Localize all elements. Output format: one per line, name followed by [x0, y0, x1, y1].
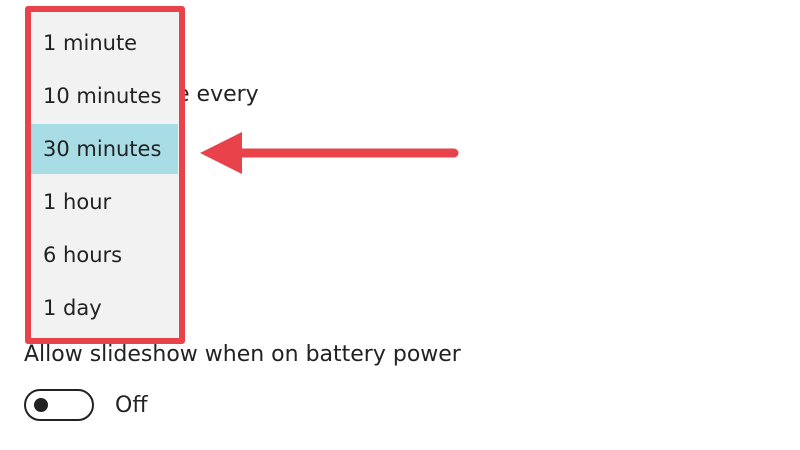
toggle-state-label: Off: [115, 393, 148, 418]
change-picture-every-label: e every: [176, 82, 259, 107]
interval-dropdown-list: 1 minute 10 minutes 30 minutes 1 hour 6 …: [30, 10, 180, 340]
dropdown-item-1-day[interactable]: 1 day: [43, 296, 102, 320]
dropdown-item-30-minutes[interactable]: 30 minutes: [30, 124, 178, 174]
slideshow-battery-label: Allow slideshow when on battery power: [24, 342, 461, 367]
dropdown-item-1-minute[interactable]: 1 minute: [43, 31, 138, 55]
dropdown-item-6-hours[interactable]: 6 hours: [43, 243, 123, 267]
toggle-knob: [34, 398, 48, 412]
dropdown-item-10-minutes[interactable]: 10 minutes: [43, 84, 162, 108]
slideshow-battery-toggle[interactable]: [24, 389, 94, 421]
dropdown-item-1-hour[interactable]: 1 hour: [43, 190, 112, 214]
